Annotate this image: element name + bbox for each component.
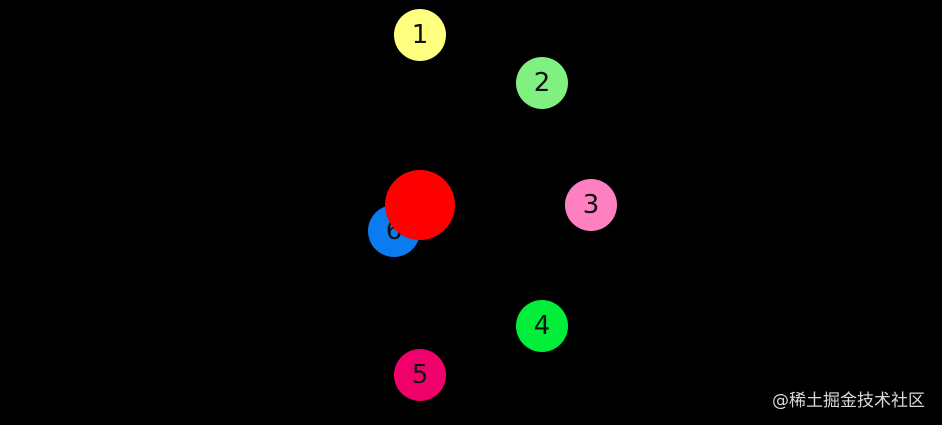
ball-4-label: 4 — [533, 311, 551, 341]
watermark: @稀土掘金技术社区 — [772, 391, 925, 411]
ball-2-label: 2 — [533, 68, 551, 98]
ball-5[interactable]: 5 — [394, 349, 446, 401]
ball-3-label: 3 — [582, 190, 600, 220]
ball-1[interactable]: 1 — [394, 9, 446, 61]
center-ball[interactable] — [385, 170, 455, 240]
ball-4[interactable]: 4 — [516, 300, 568, 352]
ball-3[interactable]: 3 — [565, 179, 617, 231]
ball-5-label: 5 — [411, 360, 429, 390]
ball-2[interactable]: 2 — [516, 57, 568, 109]
ball-1-label: 1 — [411, 20, 429, 50]
